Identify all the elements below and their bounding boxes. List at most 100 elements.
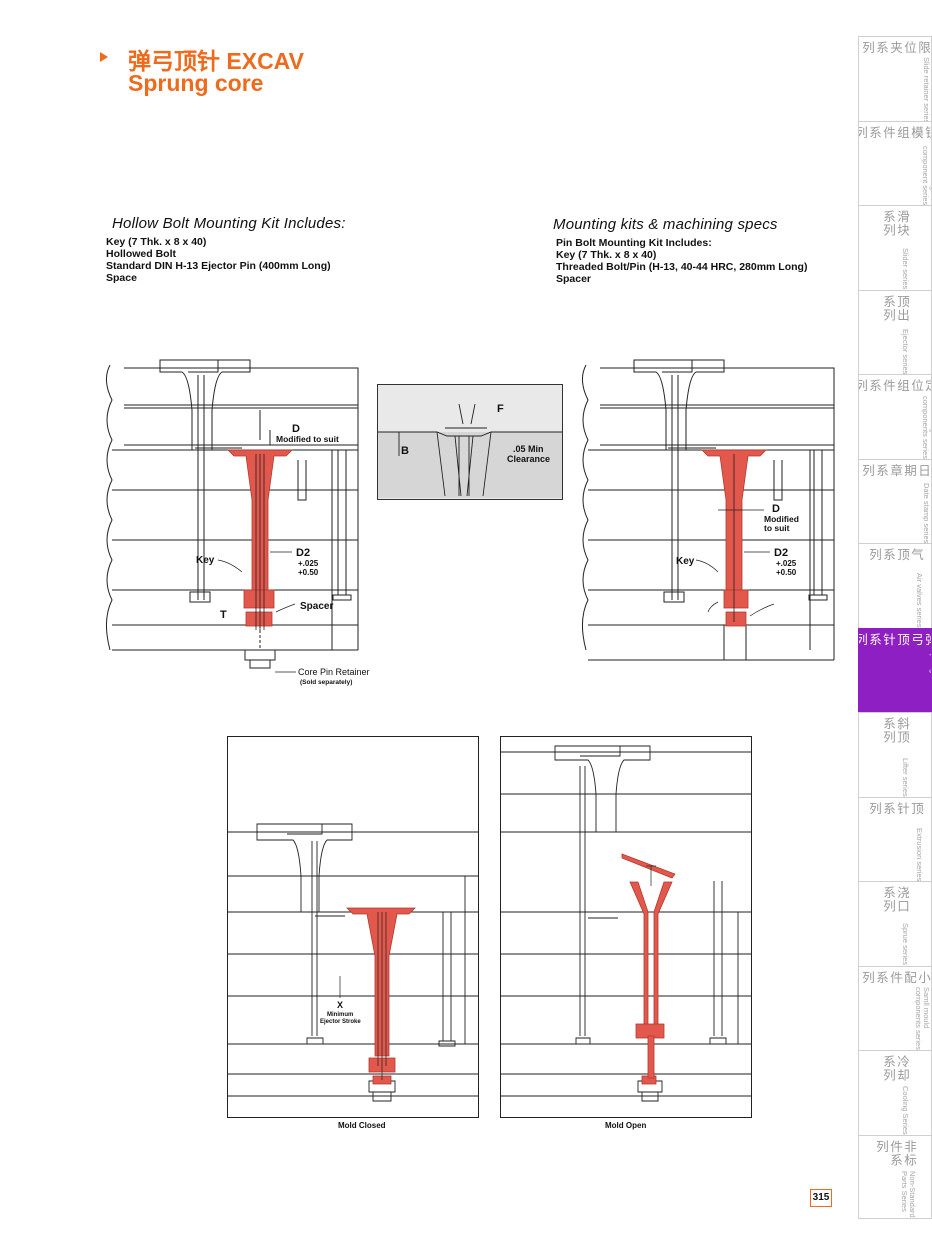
sidebar-tab-label-cn: 非标件系列 bbox=[874, 1139, 916, 1167]
sidebar-tab-label-en: Sprue series bbox=[901, 923, 910, 966]
mounting-kit-specs: Mounting kits & machining specs Pin Bolt… bbox=[553, 216, 807, 285]
sidebar-tab-label-cn: 限位夹系列 bbox=[860, 41, 930, 55]
sidebar-tab[interactable]: 冷却系列 Cooling Series bbox=[858, 1050, 932, 1135]
hollow-bolt-drawing: D Modified to suit Key D2 +.025 +0.50 T … bbox=[106, 359, 370, 686]
sidebar-tab[interactable]: 日期章系列 Date stamp series bbox=[858, 458, 932, 544]
label-d: D bbox=[772, 503, 780, 515]
sidebar-tab-text: 小配件系列 Samll mould components series bbox=[860, 970, 931, 1051]
sidebar-tab-text: 滑块系列 Slider series bbox=[881, 210, 910, 290]
label-spacer: Spacer bbox=[300, 601, 333, 612]
sidebar-tab[interactable]: 锁模组件系列 Mode locking component series bbox=[858, 120, 932, 206]
sidebar-tab-text: 弹弓顶针系列 Sprung core series bbox=[858, 632, 932, 713]
kit-item: Threaded Bolt/Pin (H-13, 40-44 HRC, 280m… bbox=[556, 261, 808, 273]
label-sold: (Sold separately) bbox=[300, 679, 352, 686]
sidebar-tab[interactable]: 定位组件系列 Positioning components series bbox=[858, 374, 932, 459]
sidebar-tab[interactable]: 顶针系列 Extrusion series bbox=[858, 796, 932, 882]
kit-heading: Hollow Bolt Mounting Kit Includes: bbox=[112, 215, 346, 232]
kit-item: Standard DIN H-13 Ejector Pin (400mm Lon… bbox=[106, 260, 331, 272]
sidebar-tab-label-en: Ejector series bbox=[901, 328, 910, 374]
kit-item: Key (7 Thk. x 8 x 40) bbox=[106, 236, 207, 248]
label-key: Key bbox=[676, 556, 695, 567]
sidebar-tab-label-en: Mode locking component series bbox=[921, 145, 932, 205]
sidebar-tab-text: 日期章系列 Date stamp series bbox=[860, 463, 931, 544]
caption-mold-open: Mold Open bbox=[605, 1121, 647, 1130]
sidebar-tab-text: 锁模组件系列 Mode locking component series bbox=[858, 125, 932, 206]
label-d: D bbox=[292, 423, 300, 435]
sidebar-tab[interactable]: 非标件系列 Non-Standard Parts Series bbox=[858, 1134, 932, 1219]
sidebar-tab-label-en: Non-Standard Parts Series bbox=[900, 1171, 917, 1218]
label-key: Key bbox=[196, 555, 215, 566]
sidebar-tab-text: 冷却系列 Cooling Series bbox=[881, 1055, 910, 1135]
mold-open-drawing bbox=[500, 736, 752, 1118]
label-f: F bbox=[497, 403, 504, 415]
pin-bolt-drawing: D Modified to suit Key D2 +.025 +0.50 bbox=[582, 359, 835, 661]
sidebar-tab-text: 浇口系列 Sprue series bbox=[881, 886, 910, 966]
title-english: Sprung core bbox=[128, 70, 264, 96]
kit-item: Pin Bolt Mounting Kit Includes: bbox=[556, 237, 712, 249]
sidebar-tab[interactable]: 小配件系列 Samll mould components series bbox=[858, 965, 932, 1051]
hollow-bolt-kit: Hollow Bolt Mounting Kit Includes: Key (… bbox=[106, 215, 346, 284]
sidebar-tab-label-cn: 气顶系列 bbox=[867, 548, 923, 562]
label-minimum: Minimum bbox=[327, 1012, 353, 1018]
label-stroke: Ejector Stroke bbox=[320, 1019, 361, 1025]
kit-heading: Mounting kits & machining specs bbox=[553, 216, 778, 233]
sidebar-tab-text: 非标件系列 Non-Standard Parts Series bbox=[874, 1139, 917, 1219]
label-retainer: Core Pin Retainer bbox=[298, 667, 370, 677]
sidebar-tab-label-cn: 顶出系列 bbox=[881, 294, 909, 322]
sidebar-tab-label-en: Sprung core series bbox=[929, 649, 932, 712]
page-number: 315 bbox=[810, 1189, 832, 1207]
bullet-arrow-icon bbox=[100, 52, 108, 62]
sidebar-tab[interactable]: 滑块系列 Slider series bbox=[858, 205, 932, 290]
label-d2: D2 bbox=[774, 547, 788, 559]
sidebar-tab-label-en: Slider series bbox=[901, 248, 910, 290]
sidebar-tab-label-en: Date stamp series bbox=[922, 482, 931, 543]
sidebar-tab-label-cn: 浇口系列 bbox=[881, 886, 909, 913]
sidebar-tab-label-cn: 日期章系列 bbox=[860, 463, 930, 478]
sidebar-tab-label-cn: 顶针系列 bbox=[867, 801, 923, 816]
title-chinese: 弹弓顶针 EXCAV bbox=[128, 48, 304, 74]
sidebar-tab-label-en: Samll mould components series bbox=[914, 987, 931, 1050]
label-modified-1: Modified bbox=[764, 514, 799, 524]
label-d2: D2 bbox=[296, 547, 310, 559]
sidebar-tab-label-cn: 小配件系列 bbox=[860, 970, 930, 985]
kit-item: Spacer bbox=[556, 273, 592, 285]
kit-item: Key (7 Thk. x 8 x 40) bbox=[556, 249, 657, 261]
sidebar-tab-label-en: Cooling Series bbox=[901, 1085, 910, 1135]
sidebar-tab-label-cn: 弹弓顶针系列 bbox=[858, 632, 932, 647]
sidebar-tab-label-en: Extrusion series bbox=[915, 827, 924, 881]
mold-closed-drawing: X Minimum Ejector Stroke bbox=[227, 736, 479, 1118]
sidebar-tab-label-en: Positioning components series bbox=[921, 395, 932, 459]
label-b: B bbox=[401, 445, 409, 457]
label-t: T bbox=[220, 609, 227, 621]
sidebar-tab-label-en: Air valves series bbox=[915, 572, 924, 628]
label-clearance: Clearance bbox=[507, 454, 550, 464]
label-tol1: +.025 bbox=[298, 559, 319, 568]
sidebar-tab-text: 定位组件系列 Positioning components series bbox=[858, 379, 932, 459]
sidebar-tab-label-cn: 定位组件系列 bbox=[858, 379, 932, 393]
sidebar-tab-label-en: Slide retainer series bbox=[922, 56, 931, 121]
sidebar-tab[interactable]: 顶出系列 Ejector series bbox=[858, 289, 932, 375]
label-modified: Modified to suit bbox=[276, 434, 339, 444]
label-tol2: +0.50 bbox=[298, 568, 319, 577]
sidebar-tab-label-cn: 锁模组件系列 bbox=[858, 125, 932, 140]
sidebar-tab[interactable]: 浇口系列 Sprue series bbox=[858, 881, 932, 966]
label-modified-2: to suit bbox=[764, 523, 790, 533]
sidebar-tab-text: 气顶系列 Air valves series bbox=[867, 548, 924, 628]
caption-mold-closed: Mold Closed bbox=[338, 1121, 386, 1130]
sidebar-tab-label-cn: 斜顶系列 bbox=[881, 717, 909, 744]
sidebar-tab-label-cn: 滑块系列 bbox=[881, 210, 909, 237]
sidebar-tab-text: 顶针系列 Extrusion series bbox=[867, 801, 924, 882]
sidebar-tab[interactable]: 弹弓顶针系列 Sprung core series bbox=[858, 627, 932, 713]
label-min: .05 Min bbox=[513, 444, 544, 454]
label-tol1: +.025 bbox=[776, 559, 797, 568]
sidebar-tab-label-cn: 冷却系列 bbox=[881, 1055, 909, 1082]
label-tol2: +0.50 bbox=[776, 568, 797, 577]
sidebar-tab-text: 顶出系列 Ejector series bbox=[881, 294, 910, 375]
kit-item: Space bbox=[106, 272, 137, 284]
sidebar-tab[interactable]: 气顶系列 Air valves series bbox=[858, 543, 932, 628]
